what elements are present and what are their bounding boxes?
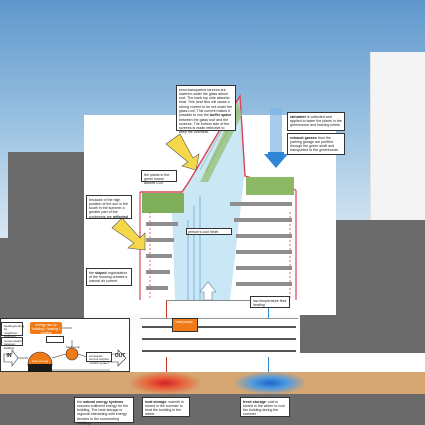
schematic-top-box-2 <box>46 336 64 343</box>
note-greenhouse: the plants in the green house absorb CO2 <box>141 170 177 185</box>
note-heat-storage: heat storage: warmth is stored in the su… <box>142 397 190 417</box>
greenhouse-plants-left <box>142 193 184 213</box>
schematic-storage-label: pure energy <box>31 359 48 363</box>
note-rainwater: rainwater is collected and applied to wa… <box>287 112 345 131</box>
atrium-glass <box>172 96 245 300</box>
schematic-top-box: energy use by building / heating / cooli… <box>30 322 62 335</box>
bedrock <box>0 394 425 425</box>
warm-air-up-arrow-icon <box>199 281 217 301</box>
floor-slab-right-1 <box>230 202 292 206</box>
ground-strip <box>0 372 425 394</box>
floor-slab-right-5 <box>236 266 292 270</box>
heat-storage-zone <box>130 372 200 394</box>
schematic-in-label: IN <box>6 353 12 359</box>
floor-slab-right-6 <box>236 282 292 286</box>
schematic-drawing <box>3 327 127 372</box>
note-natural-energy: the natural energy systems ensures suffi… <box>74 397 134 425</box>
atrium-air-label: person's cool heart <box>186 228 232 236</box>
note-glass-roof: semi-transparent screens are lowered und… <box>176 85 236 134</box>
note-cold-storage: fresh storage: cold is stored in the win… <box>240 397 290 417</box>
heat-pump-box <box>172 318 198 332</box>
neighbour-building-right <box>335 220 425 353</box>
floor-slab-left-3 <box>146 254 172 258</box>
parking-floor-2 <box>142 338 296 340</box>
parking-floor-3 <box>142 350 296 352</box>
floor-slab-right-3 <box>236 234 292 238</box>
schematic-side-box-1: heating/cooling by neighbour buildings <box>1 322 24 338</box>
stack-effect-icon <box>187 196 201 300</box>
floor-slab-right-4 <box>236 250 292 254</box>
floor-slab-right-2 <box>234 218 292 222</box>
heat-pump-label: heat pump <box>175 320 193 324</box>
note-exhaust-gasses: exhaust gasses from the parking garage a… <box>287 133 345 155</box>
neighbour-building-left-low <box>0 238 10 353</box>
floor-slab-left-4 <box>146 270 170 274</box>
floor-slab-left-2 <box>146 238 174 242</box>
in-arrow-icon <box>3 349 19 367</box>
note-sloped-facade: the sloped organization of the housing c… <box>86 268 132 286</box>
note-sun-position: because of the high position of the sun … <box>86 195 132 219</box>
out-arrow-icon <box>109 349 127 367</box>
schematic-pump-label: heat pump <box>65 345 81 349</box>
pipe-link <box>166 300 270 301</box>
schematic-out-label: OUT <box>114 353 126 359</box>
heat-pump-icon <box>65 347 79 361</box>
note-comfort-zone: low temperature floor heating <box>250 296 290 308</box>
fresh-air-down-arrow-icon <box>264 108 288 168</box>
parking-floor-1 <box>142 326 296 328</box>
cold-storage-zone <box>235 372 305 394</box>
greenhouse-plants-right <box>246 177 294 195</box>
schematic-side-box-2: compensation between building <box>1 337 23 350</box>
floor-slab-left-5 <box>146 286 168 290</box>
sun-arrow-top-icon <box>165 133 200 171</box>
schematic-exchange-box: compared current surplus / deficit syste… <box>86 352 112 364</box>
sun-arrow-side-icon <box>111 217 146 251</box>
floor-slab-left-1 <box>146 222 178 226</box>
